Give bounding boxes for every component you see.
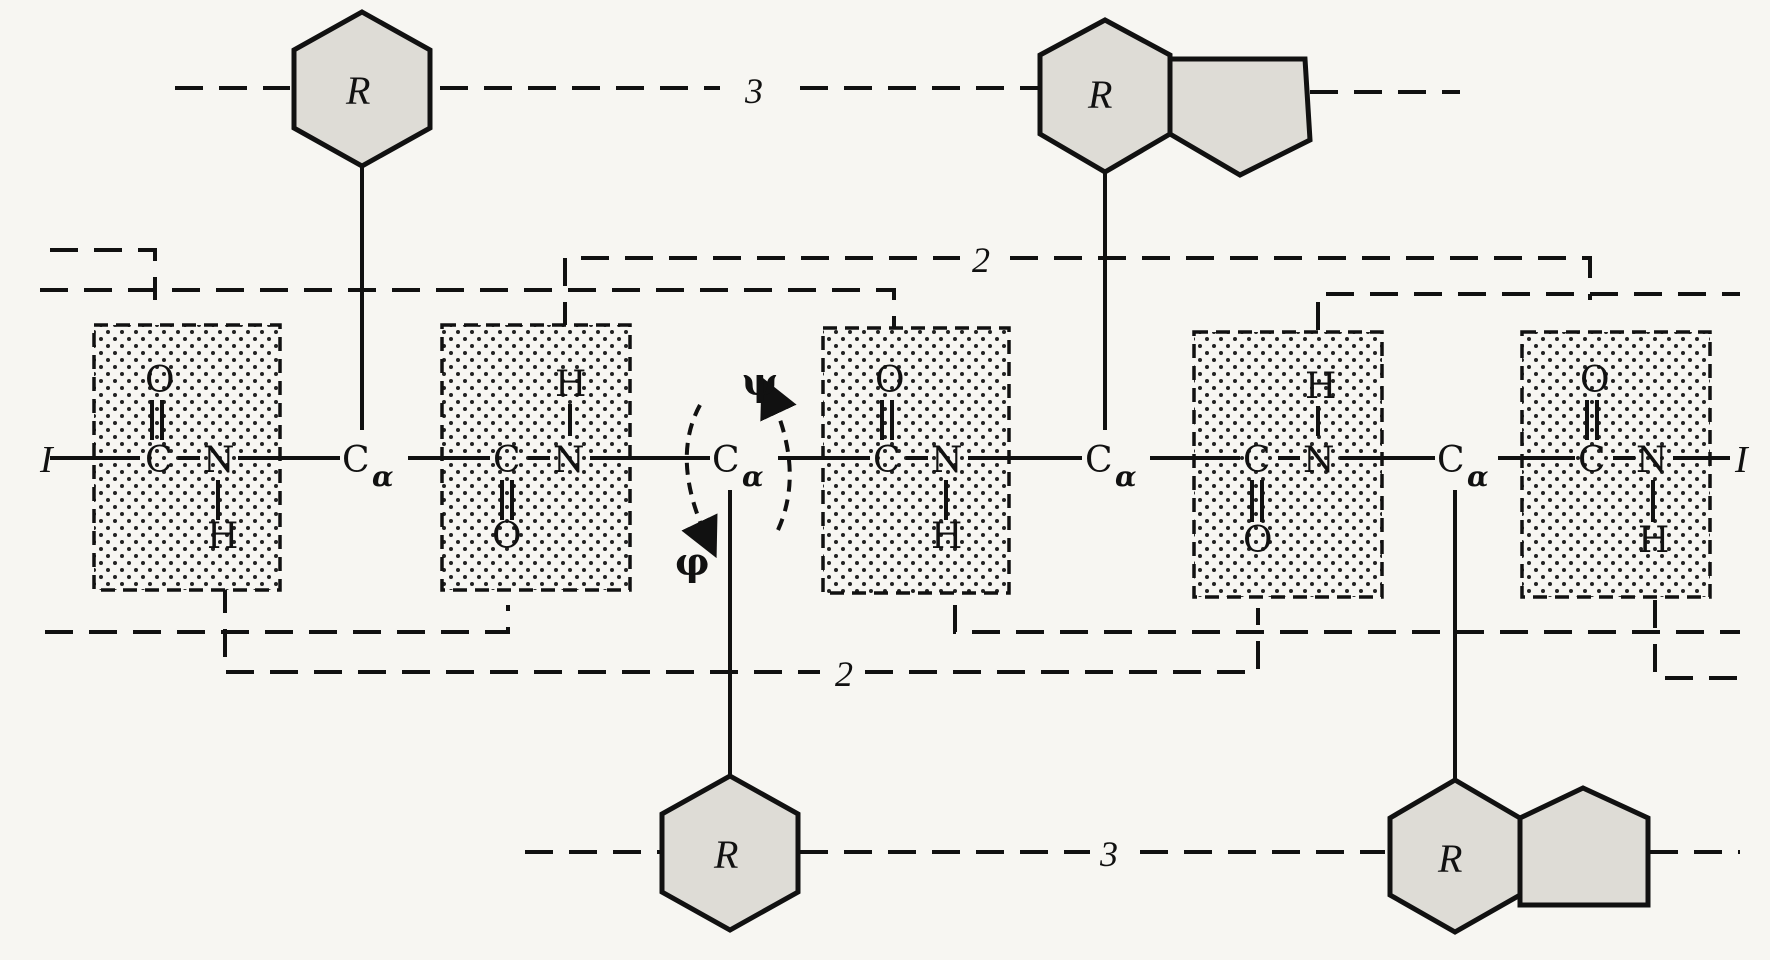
hydrogen-atom: H: [931, 516, 962, 557]
calpha-atom: C: [342, 440, 370, 481]
alpha-carbon-3: C α: [1085, 440, 1137, 493]
hydrogen-bonds-bottom: 2: [45, 585, 1740, 694]
side-chain-4: R: [1387, 777, 1651, 935]
side-chain-label: R: [345, 68, 370, 113]
alpha-carbon-2: C α: [712, 440, 764, 493]
hexagon-ring-icon: [659, 773, 801, 933]
nitrogen-atom: N: [203, 440, 235, 481]
oxygen-atom: O: [875, 360, 905, 401]
phi-rotation: φ: [675, 404, 718, 584]
psi-rotation: ψ: [742, 359, 797, 531]
hydrogen-atom: H: [1638, 520, 1669, 561]
phi-arrow-icon: [681, 404, 718, 559]
hydrogen-atom: H: [555, 364, 586, 405]
carbon-atom: C: [1243, 440, 1271, 481]
peptide-plane-5: [1520, 330, 1712, 599]
nitrogen-atom: N: [931, 440, 963, 481]
oxygen-atom: O: [1580, 360, 1610, 401]
hydrophobic-interaction-top: 3: [175, 71, 1460, 111]
oxygen-atom: O: [1243, 520, 1273, 561]
hydrophobic-label-top: 3: [744, 71, 763, 111]
peptide-group-3: C N O H: [873, 360, 963, 557]
alpha-carbon-4: C α: [1437, 440, 1489, 493]
hydrogen-atom: H: [207, 516, 238, 557]
peptide-group-4: C N H O: [1243, 366, 1336, 561]
calpha-subscript: α: [372, 460, 394, 493]
calpha-subscript: α: [742, 460, 764, 493]
calpha-subscript: α: [1467, 460, 1489, 493]
chain-end-left: I: [39, 439, 55, 481]
peptide-group-5: C N O H: [1578, 360, 1669, 561]
calpha-atom: C: [712, 440, 740, 481]
peptide-plane-3: [821, 326, 1011, 595]
calpha-subscript: α: [1115, 460, 1137, 493]
nitrogen-atom: N: [553, 440, 585, 481]
hydrogen-bonds-top: 2: [40, 240, 1740, 330]
psi-arrow-icon: [760, 376, 797, 531]
side-chain-3: R: [1037, 17, 1313, 178]
hbond-label-top: 2: [972, 240, 990, 280]
peptide-group-1: C N O H: [145, 360, 238, 557]
side-chain-2: R: [659, 773, 801, 933]
pentagon-ring-icon: [1167, 56, 1313, 178]
hydrophobic-label-bottom: 3: [1099, 834, 1118, 874]
carbon-atom: C: [1578, 440, 1606, 481]
side-chain-label: R: [713, 832, 738, 877]
calpha-atom: C: [1437, 440, 1465, 481]
hydrophobic-interaction-bottom: 3: [525, 834, 1740, 874]
side-chain-label: R: [1437, 836, 1462, 881]
calpha-atom: C: [1085, 440, 1113, 481]
hexagon-ring-icon: [1037, 17, 1173, 175]
oxygen-atom: O: [492, 516, 522, 557]
nitrogen-atom: N: [1636, 440, 1668, 481]
carbon-atom: C: [873, 440, 901, 481]
peptide-group-2: C N H O: [492, 364, 586, 557]
pentagon-ring-icon: [1517, 785, 1651, 908]
side-chain-1: R: [291, 9, 433, 169]
psi-label: ψ: [742, 359, 778, 404]
nitrogen-atom: N: [1303, 440, 1335, 481]
alpha-carbon-1: C α: [342, 440, 394, 493]
chain-end-right: I: [1734, 439, 1750, 481]
hydrogen-atom: H: [1305, 366, 1336, 407]
hexagon-ring-icon: [1387, 777, 1523, 935]
hbond-label-bottom: 2: [835, 654, 853, 694]
phi-label: φ: [675, 539, 709, 584]
carbon-atom: C: [493, 440, 521, 481]
side-chain-label: R: [1087, 72, 1112, 117]
carbon-atom: C: [145, 440, 173, 481]
hexagon-ring-icon: [291, 9, 433, 169]
oxygen-atom: O: [145, 360, 175, 401]
peptide-plane-4: [1192, 330, 1384, 599]
